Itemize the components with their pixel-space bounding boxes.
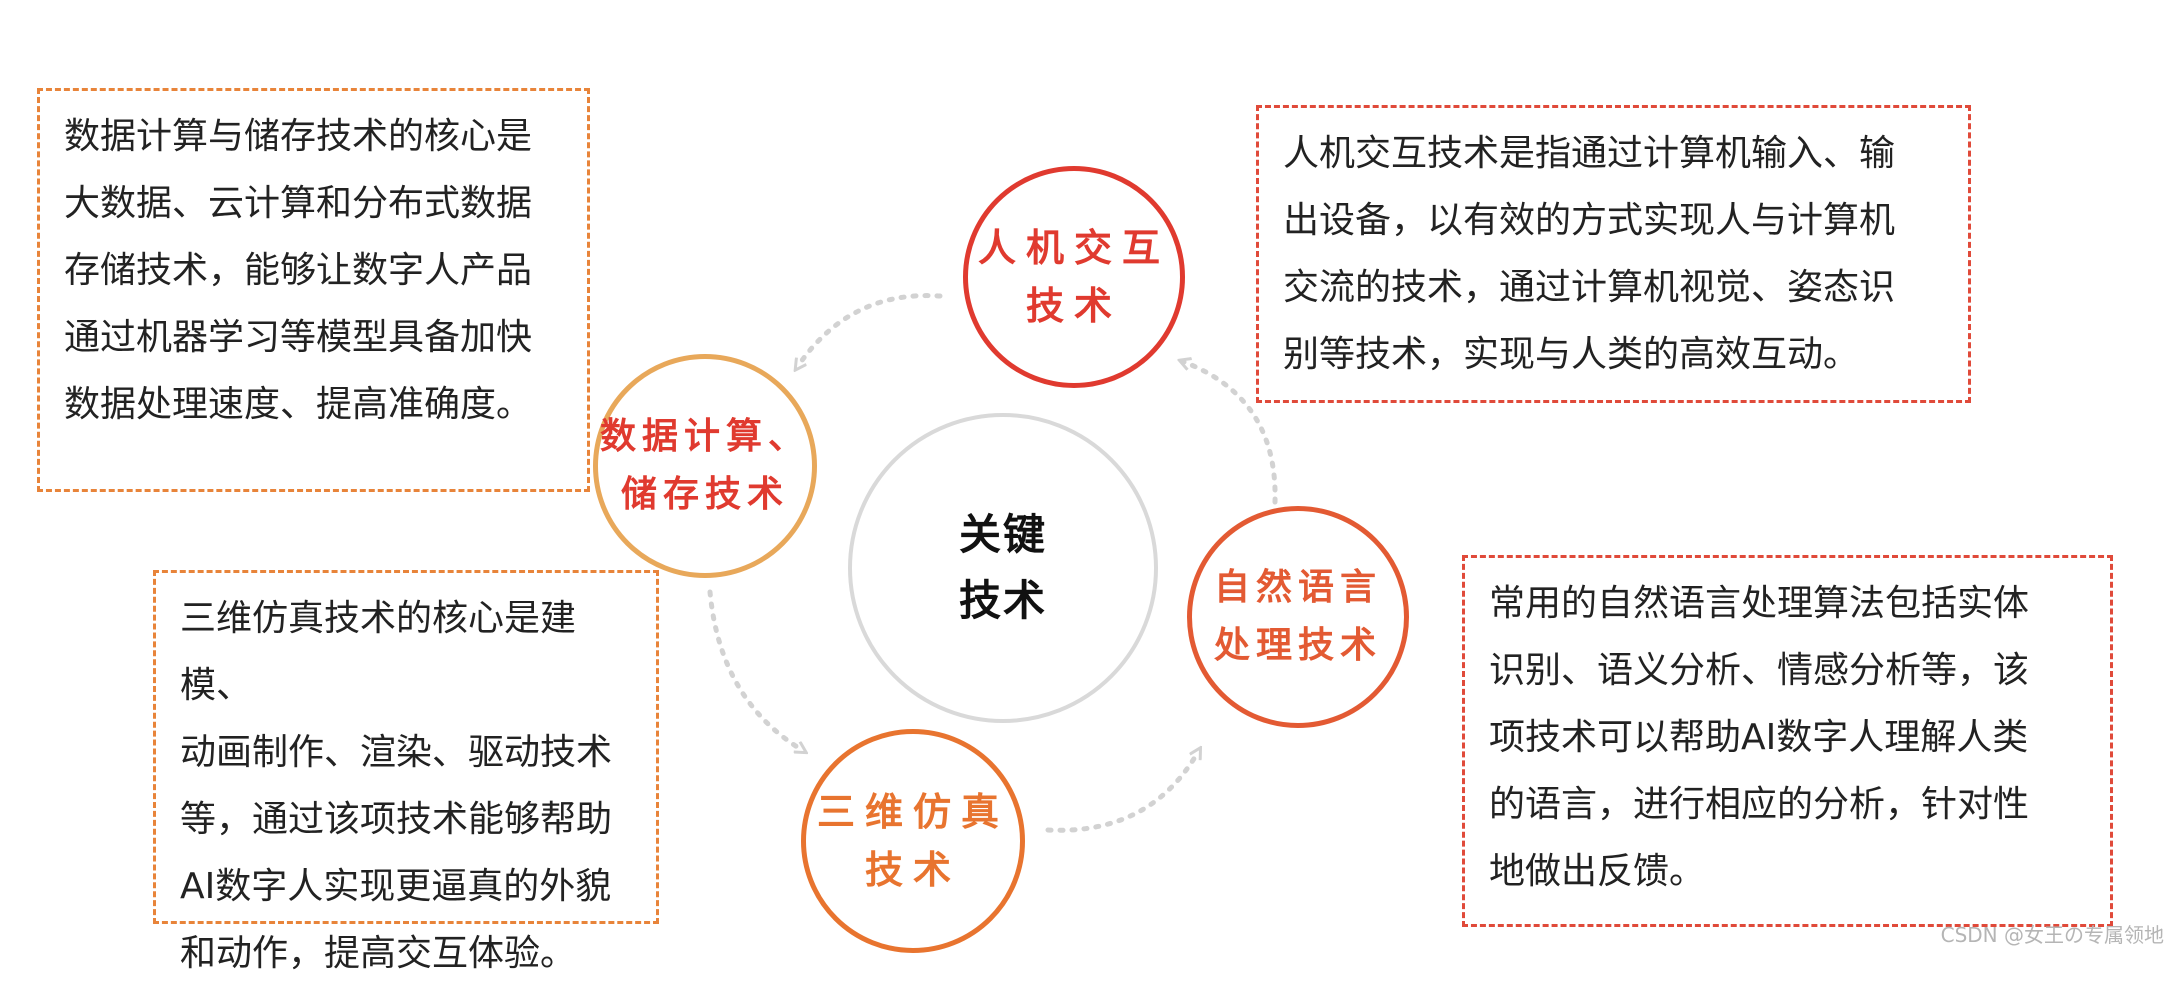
data-description-box: 数据计算与储存技术的核心是 大数据、云计算和分布式数据 存储技术，能够让数字人产… (37, 88, 590, 492)
cycle-arrows (707, 293, 1278, 833)
hci-description-box: 人机交互技术是指通过计算机输入、输 出设备，以有效的方式实现人与计算机 交流的技… (1256, 105, 1971, 403)
arrow-sim-to-nlp (1045, 752, 1198, 833)
hci-description-text: 人机交互技术是指通过计算机输入、输 出设备，以有效的方式实现人与计算机 交流的技… (1283, 133, 1896, 375)
arrow-hci-to-data (798, 293, 943, 366)
center-node: 关键 技术 (848, 413, 1158, 723)
data-node: 数据计算、 储存技术 (593, 354, 817, 578)
nlp-node: 自然语言 处理技术 (1187, 506, 1409, 728)
watermark: CSDN @女王の专属领地 (1940, 923, 2164, 947)
nlp-description-text: 常用的自然语言处理算法包括实体 识别、语义分析、情感分析等，该 项技术可以帮助A… (1489, 583, 2030, 892)
nlp-description-box: 常用的自然语言处理算法包括实体 识别、语义分析、情感分析等，该 项技术可以帮助A… (1462, 555, 2113, 927)
arrow-data-to-sim (707, 589, 802, 750)
data-description-text: 数据计算与储存技术的核心是 大数据、云计算和分布式数据 存储技术，能够让数字人产… (64, 116, 533, 425)
sim-node: 三维仿真 技术 (801, 729, 1025, 953)
hci-node: 人机交互 技术 (963, 166, 1185, 388)
arrow-nlp-to-hci (1184, 362, 1278, 505)
